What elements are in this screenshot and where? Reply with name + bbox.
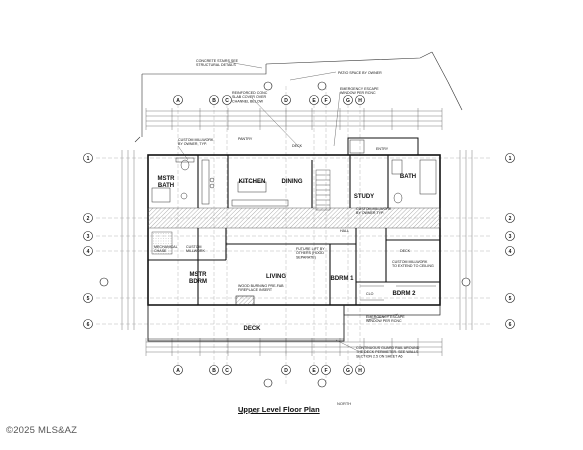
north-arrow-label: NORTH <box>337 401 352 406</box>
grid-col-d-top: D <box>284 98 288 104</box>
column-bubbles-top <box>173 95 365 105</box>
room-study: STUDY <box>354 194 374 200</box>
interior-stair <box>315 169 331 211</box>
note-patio: PATIO SPACE BY OWNER <box>338 71 382 75</box>
note-pantry: PANTRY <box>238 137 253 141</box>
grid-row-6-left: 6 <box>87 322 90 328</box>
room-bdrm-1: BDRM 1 <box>330 276 354 282</box>
grid-row-3-right: 3 <box>509 234 512 240</box>
mechanical-chase <box>151 231 173 255</box>
grid-col-b-bottom: B <box>212 368 216 374</box>
grid-lines-columns <box>177 86 361 385</box>
column-bubbles-bottom <box>173 365 365 375</box>
grid-col-h-top: H <box>358 98 362 104</box>
bath-fixtures <box>391 159 437 204</box>
drawing-scale: 1/4" = 1'-0" <box>240 409 260 414</box>
grid-col-c-bottom: C <box>225 368 229 374</box>
grid-row-4-left: 4 <box>87 249 90 255</box>
master-bath-fixtures <box>151 157 195 203</box>
note-hall: HALL <box>340 229 349 233</box>
row-bubbles-left <box>83 153 93 329</box>
note-leaders <box>177 61 399 351</box>
grid-col-g-bottom: G <box>346 368 350 374</box>
row-bubbles-right <box>505 153 515 329</box>
room-kitchen: KITCHEN <box>239 179 266 185</box>
grid-col-b-top: B <box>212 98 216 104</box>
kitchen-fixtures <box>201 159 289 207</box>
structural-band <box>147 207 441 229</box>
grid-col-c-top: C <box>225 98 229 104</box>
site-outline <box>134 51 463 143</box>
grid-row-1-left: 1 <box>87 156 90 162</box>
room-living: LIVING <box>266 274 286 280</box>
grid-col-e-bottom: E <box>312 368 316 374</box>
room-dining: DINING <box>282 179 303 185</box>
grid-col-a-top: A <box>176 98 180 104</box>
grid-row-5-right: 5 <box>509 296 512 302</box>
grid-col-e-top: E <box>312 98 316 104</box>
grid-row-2-right: 2 <box>509 216 512 222</box>
grid-row-5-left: 5 <box>87 296 90 302</box>
room-bdrm-2: BDRM 2 <box>392 291 416 297</box>
note-deck-label: DECK <box>400 249 411 253</box>
grid-row-2-left: 2 <box>87 216 90 222</box>
entry-bump <box>347 137 419 156</box>
room-bath: BATH <box>400 174 416 180</box>
stair-landing <box>349 139 365 154</box>
deck-right-area <box>343 304 441 316</box>
grid-row-3-left: 3 <box>87 234 90 240</box>
watermark: ©2025 MLS&AZ <box>6 425 78 436</box>
grid-col-f-top: F <box>324 98 327 104</box>
dimension-ticks-top <box>145 108 443 130</box>
grid-col-h-bottom: H <box>358 368 362 374</box>
deck-area <box>147 304 345 342</box>
grid-row-4-right: 4 <box>509 249 512 255</box>
section-markers <box>99 81 471 388</box>
drawing-title: Upper Level Floor Plan <box>238 405 320 414</box>
grid-col-d-bottom: D <box>284 368 288 374</box>
fireplace <box>235 295 255 306</box>
grid-col-g-top: G <box>346 98 350 104</box>
interior-walls <box>148 155 440 305</box>
dimension-lines-sides <box>121 150 473 330</box>
dimension-lines-bottom <box>146 341 442 353</box>
grid-row-1-right: 1 <box>509 156 512 162</box>
grid-col-f-bottom: F <box>324 368 327 374</box>
grid-col-a-bottom: A <box>176 368 180 374</box>
dimension-lines-top <box>146 110 442 127</box>
closet-shelves <box>360 285 436 301</box>
note-deck-soffit: DECK <box>292 144 303 148</box>
grid-row-6-right: 6 <box>509 322 512 328</box>
note-closet: CLO <box>366 292 374 296</box>
room-deck: DECK <box>243 326 261 332</box>
note-entry: ENTRY <box>376 147 389 151</box>
